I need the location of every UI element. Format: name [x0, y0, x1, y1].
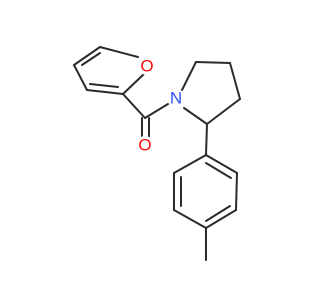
bond-furan-c2-c3 [86, 89, 124, 95]
bond-ring-3-4-inner [205, 205, 231, 222]
bond-c3-c2 [206, 98, 241, 125]
bond-ring-1-2 [205, 154, 238, 174]
bond-furan-c3-c4 [73, 64, 88, 91]
bond-furan-c5-o [99, 46, 139, 58]
furan-ring [73, 46, 146, 95]
bond-c2-n [183, 107, 208, 125]
bond-ring-6-1 [173, 154, 207, 174]
bond-furan-c4-c5 [73, 46, 101, 66]
bond-ring-4-5 [173, 209, 207, 229]
carbonyl-group [122, 93, 169, 138]
atom-pyrrolidine-nitrogen: N [167, 89, 185, 108]
atom-label-furan-oxygen: O [140, 57, 153, 76]
atom-furan-oxygen: O [138, 57, 156, 76]
bond-furan-o-c2 [122, 72, 146, 95]
bond-furan-c4-c5-double [81, 52, 101, 66]
bond-pyrrolidine-to-tolyl [205, 123, 208, 156]
bond-furan-c2-c3-double [89, 83, 119, 88]
bond-carbonyl-to-nitrogen [144, 103, 169, 119]
molecule-structure-diagram: O O N [73, 46, 241, 261]
bond-n-c5 [181, 61, 197, 91]
bond-c4-c3 [229, 62, 241, 100]
atom-label-pyrrolidine-nitrogen: N [170, 89, 182, 108]
atom-carbonyl-oxygen: O [136, 136, 154, 155]
pyrrolidine-ring [181, 61, 241, 125]
bond-c5-c4 [195, 61, 231, 64]
bond-ring-1-2-inner [205, 162, 232, 179]
bond-ring-2-3 [235, 172, 238, 211]
bond-furan-to-carbonyl [122, 93, 146, 119]
bond-ring-3-4 [205, 209, 237, 229]
tolyl-ring [173, 154, 238, 229]
atom-label-carbonyl-oxygen: O [138, 136, 151, 155]
